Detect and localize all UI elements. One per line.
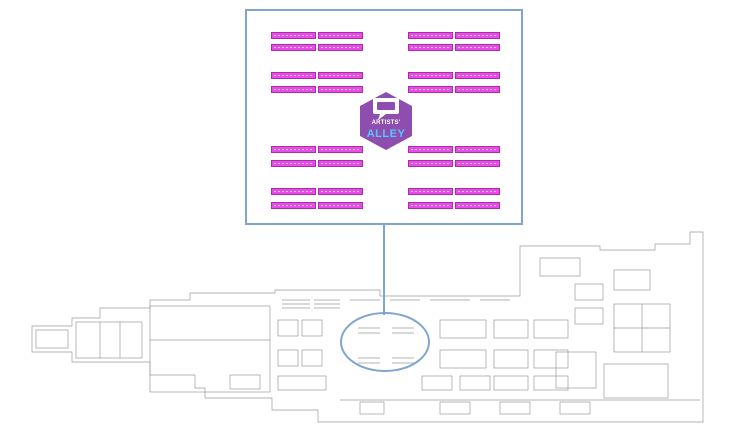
table-row xyxy=(408,32,453,39)
table-row xyxy=(455,188,500,195)
table-row xyxy=(408,44,453,51)
table-row xyxy=(408,146,453,153)
logo-text-alley: ALLEY xyxy=(366,128,406,140)
table-row xyxy=(455,32,500,39)
table-row xyxy=(271,188,316,195)
speech-bubble-icon xyxy=(373,98,399,120)
table-row xyxy=(318,188,363,195)
table-row xyxy=(318,202,363,209)
booth-block xyxy=(277,319,299,337)
table-row xyxy=(455,146,500,153)
table-row xyxy=(408,202,453,209)
table-row xyxy=(271,202,316,209)
table-row xyxy=(318,32,363,39)
table-row xyxy=(408,86,453,93)
table-row xyxy=(455,160,500,167)
wing-left-2 xyxy=(75,321,143,359)
table-row xyxy=(318,146,363,153)
table-row xyxy=(408,72,453,79)
table-row xyxy=(271,146,316,153)
table-row xyxy=(271,86,316,93)
table-row xyxy=(271,44,316,51)
table-row xyxy=(271,72,316,79)
table-row xyxy=(408,188,453,195)
table-row xyxy=(271,160,316,167)
table-row xyxy=(318,86,363,93)
table-row xyxy=(455,72,500,79)
table-row xyxy=(318,72,363,79)
table-row xyxy=(318,160,363,167)
hall-a xyxy=(149,305,271,393)
logo-text-artists: ARTISTS' xyxy=(371,120,401,126)
inset-connector-line xyxy=(383,224,385,315)
artists-alley-location-highlight xyxy=(340,312,430,372)
table-row xyxy=(455,44,500,51)
table-row xyxy=(455,202,500,209)
table-row xyxy=(318,44,363,51)
table-row xyxy=(408,160,453,167)
wing-left xyxy=(35,329,69,349)
table-row xyxy=(271,32,316,39)
table-row xyxy=(455,86,500,93)
artists-alley-logo: ARTISTS' ALLEY xyxy=(358,90,414,152)
